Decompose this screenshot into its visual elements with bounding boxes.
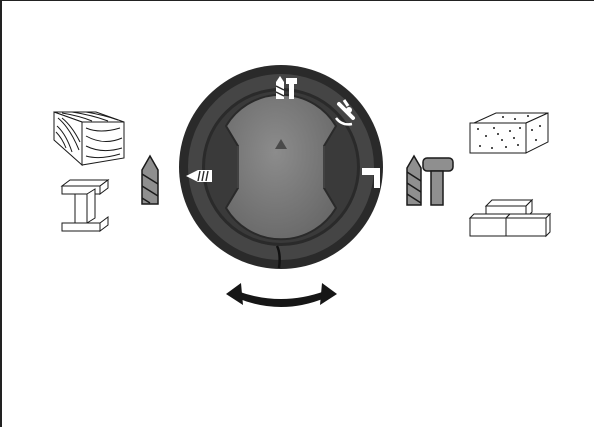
- mode-selector-dial[interactable]: [179, 65, 383, 269]
- wood-icon: [53, 111, 125, 167]
- chisel-rotate-icon: [335, 99, 355, 126]
- hammer-drill-icon: [275, 76, 297, 99]
- dial-notch: [275, 245, 281, 269]
- hammer-icon: [362, 168, 380, 188]
- selector-knob[interactable]: [224, 93, 338, 241]
- steel-beam-icon: [60, 179, 110, 232]
- double-headed-curved-arrow-icon: [226, 283, 337, 307]
- aerated-concrete-icon: [469, 112, 549, 154]
- hammer-drill-large-icon: [406, 154, 454, 206]
- drill-mode-icon: [186, 170, 212, 182]
- brick-wall-icon: [468, 198, 552, 238]
- drill-bit-icon: [141, 154, 159, 205]
- triangle-up-icon: [275, 139, 287, 149]
